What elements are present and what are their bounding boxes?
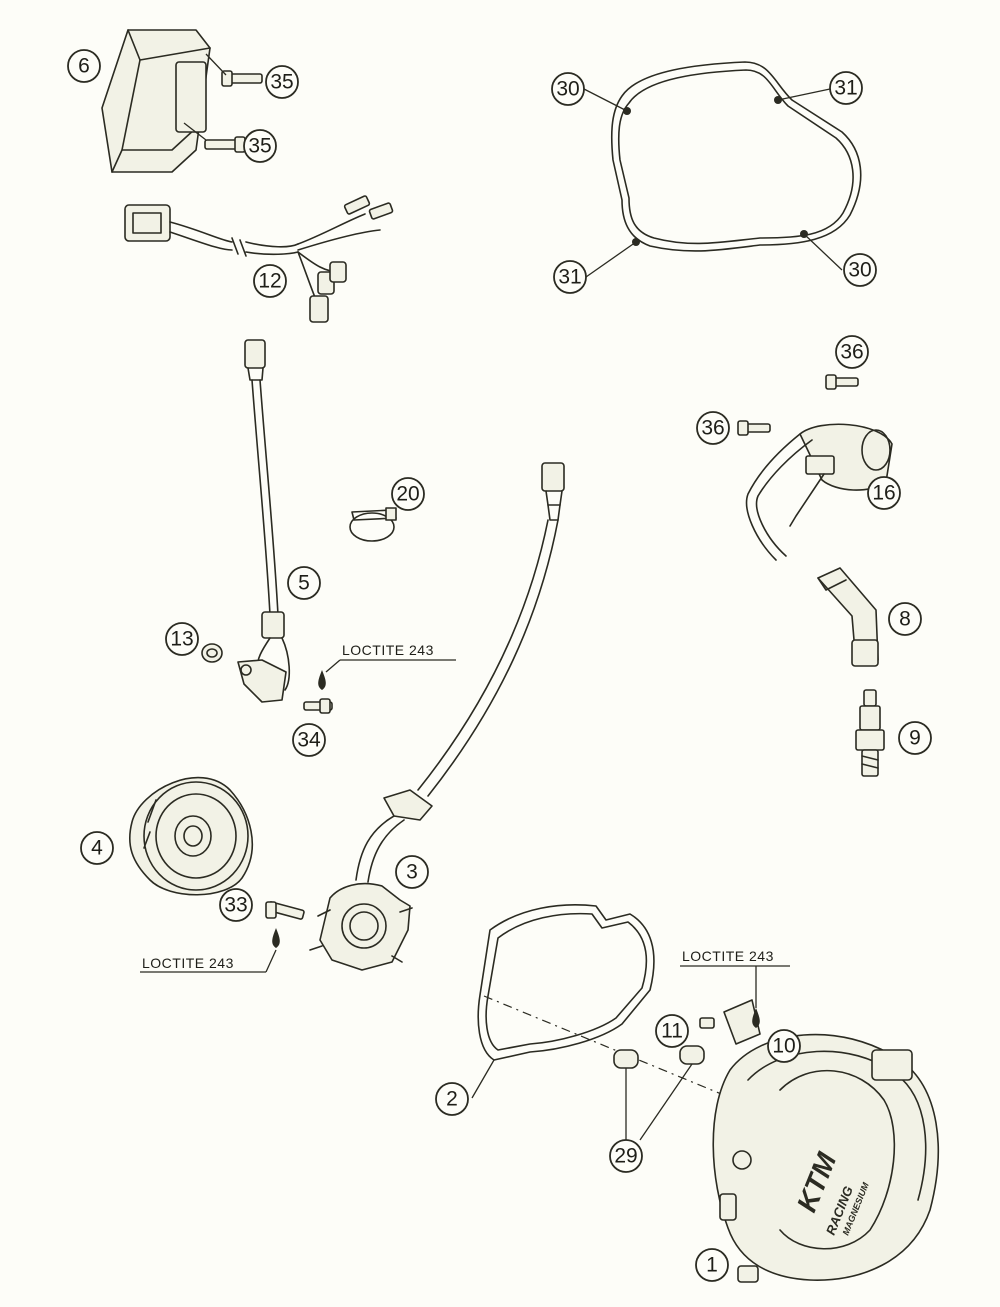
ignition-coil	[745, 423, 893, 561]
svg-text:31: 31	[834, 77, 857, 100]
svg-text:31: 31	[558, 266, 581, 289]
bolt-35a	[221, 70, 263, 87]
callout-36-b: 36	[696, 411, 730, 445]
callout-6: 6	[67, 49, 101, 83]
spark-plug	[855, 689, 885, 777]
cable-tie	[349, 507, 397, 542]
callout-31-b: 31	[553, 260, 587, 294]
callout-33: 33	[219, 888, 253, 922]
svg-text:2: 2	[446, 1088, 458, 1111]
callout-35-a: 35	[265, 65, 299, 99]
svg-text:11: 11	[661, 1020, 683, 1043]
callout-3: 3	[395, 855, 429, 889]
dowel-sleeves	[613, 1045, 705, 1069]
callout-10: 10	[767, 1029, 801, 1063]
svg-text:9: 9	[909, 727, 921, 750]
callout-13: 13	[165, 622, 199, 656]
svg-text:36: 36	[840, 341, 863, 364]
callout-35-b: 35	[243, 129, 277, 163]
svg-text:16: 16	[872, 482, 895, 505]
callout-20: 20	[391, 477, 425, 511]
callout-9: 9	[898, 721, 932, 755]
spark-plug-connector	[817, 567, 879, 667]
svg-text:5: 5	[298, 572, 310, 595]
callout-36-a: 36	[835, 335, 869, 369]
svg-text:35: 35	[270, 71, 293, 94]
svg-text:10: 10	[772, 1035, 795, 1058]
bolt-36a	[825, 374, 859, 390]
svg-text:6: 6	[78, 55, 90, 78]
svg-text:30: 30	[848, 259, 871, 282]
svg-text:1: 1	[706, 1254, 718, 1277]
loctite-note-3: LOCTITE 243	[682, 948, 774, 964]
svg-text:12: 12	[258, 270, 281, 293]
ignition-cover: KTM RACING MAGNESIUM	[712, 1033, 939, 1283]
callout-30-a: 30	[551, 72, 585, 106]
svg-text:4: 4	[91, 837, 103, 860]
wiring-harness	[124, 195, 394, 323]
loctite-note-1: LOCTITE 243	[342, 642, 434, 658]
flywheel-rotor	[128, 777, 254, 896]
grommet-13	[201, 643, 223, 663]
svg-text:29: 29	[614, 1145, 637, 1168]
callout-16: 16	[867, 476, 901, 510]
callout-8: 8	[888, 602, 922, 636]
callout-1: 1	[695, 1248, 729, 1282]
callout-5: 5	[287, 566, 321, 600]
screw-11	[699, 1008, 760, 1029]
callout-11: 11	[655, 1014, 689, 1048]
stator	[309, 462, 565, 971]
callout-34: 34	[292, 723, 326, 757]
svg-text:20: 20	[396, 483, 419, 506]
callout-2: 2	[435, 1082, 469, 1116]
svg-text:34: 34	[297, 729, 321, 752]
svg-text:35: 35	[248, 135, 271, 158]
svg-text:30: 30	[556, 78, 579, 101]
svg-text:8: 8	[899, 608, 911, 631]
outer-gasket	[477, 904, 655, 1061]
callout-30-b: 30	[843, 253, 877, 287]
callout-31-a: 31	[829, 71, 863, 105]
bolt-36b	[737, 420, 771, 436]
cdi-unit	[101, 29, 211, 173]
callout-12: 12	[253, 264, 287, 298]
screw-34	[303, 670, 333, 714]
bolt-33	[265, 901, 305, 948]
svg-text:3: 3	[406, 861, 418, 884]
callout-29: 29	[609, 1139, 643, 1173]
svg-text:13: 13	[170, 628, 193, 651]
pickup-sensor	[237, 339, 291, 703]
svg-text:36: 36	[701, 417, 724, 440]
loctite-note-2: LOCTITE 243	[142, 955, 234, 971]
bolt-35b	[204, 136, 246, 153]
cover-plate-10	[723, 999, 761, 1045]
callout-4: 4	[80, 831, 114, 865]
svg-text:33: 33	[224, 894, 247, 917]
